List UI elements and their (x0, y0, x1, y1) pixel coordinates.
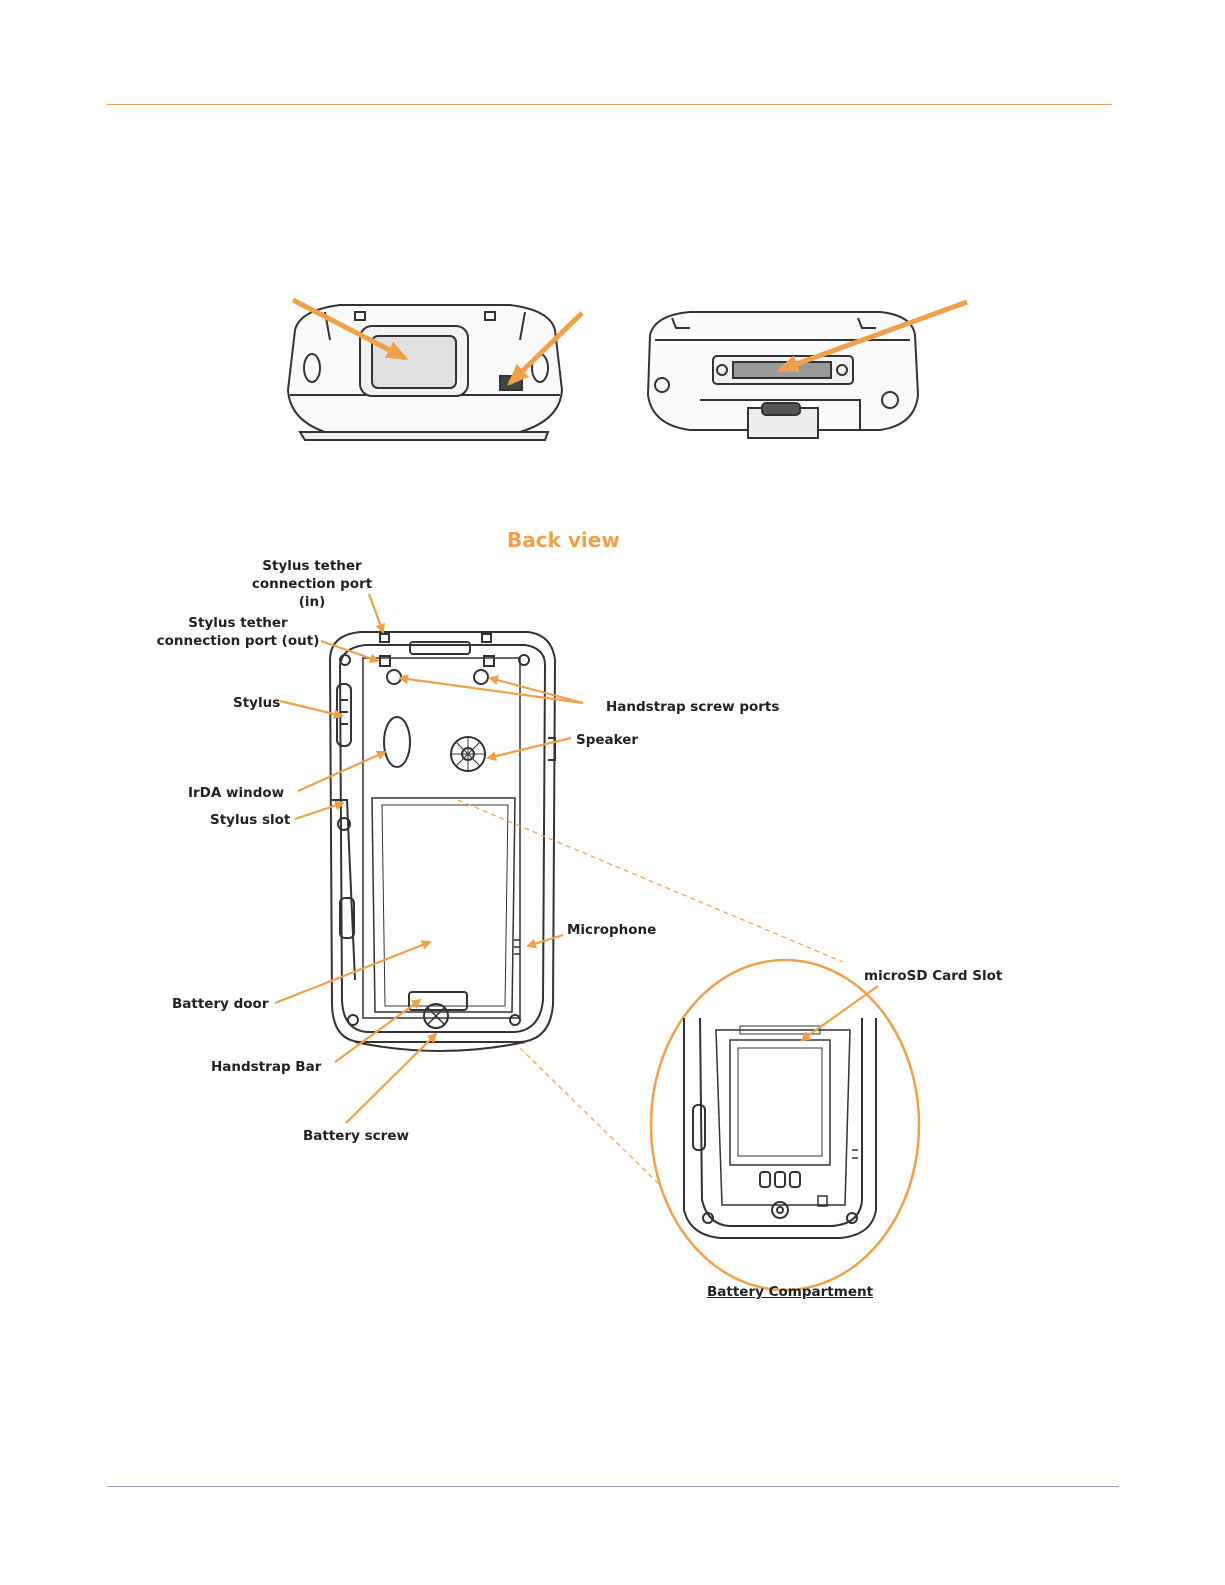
label-battery-compartment: Battery Compartment (707, 1283, 873, 1301)
label-stylus-slot: Stylus slot (210, 811, 290, 829)
label-stylus: Stylus (233, 694, 280, 712)
footer-rule (107, 1486, 1119, 1487)
label-irda-window: IrDA window (188, 784, 284, 802)
label-speaker: Speaker (576, 731, 638, 749)
label-tether-out: Stylus tether connection port (out) (153, 614, 323, 650)
label-tether-in: Stylus tether connection port (in) (248, 557, 376, 611)
label-handstrap-screw-ports: Handstrap screw ports (606, 698, 779, 716)
label-microphone: Microphone (567, 921, 656, 939)
label-microsd-card-slot: microSD Card Slot (864, 967, 1002, 985)
section-title: Back view (507, 528, 620, 552)
battery-compartment-illustration (651, 960, 919, 1290)
bottom-view-illustration (648, 312, 918, 438)
label-handstrap-bar: Handstrap Bar (211, 1058, 321, 1076)
label-battery-screw: Battery screw (303, 1127, 409, 1145)
label-battery-door: Battery door (172, 995, 269, 1013)
